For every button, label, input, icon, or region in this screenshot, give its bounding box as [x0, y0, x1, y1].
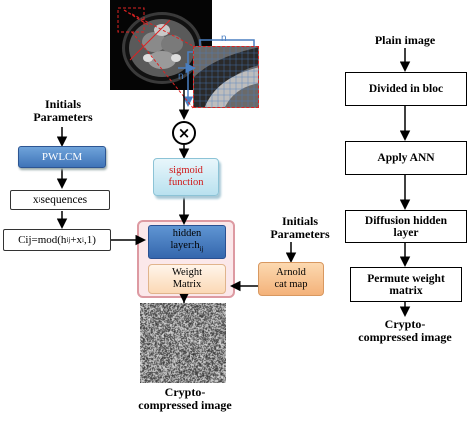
sigmoid-line1: sigmoid: [169, 165, 203, 176]
plain-image-label: Plain image: [374, 33, 436, 47]
multiply-icon: ×: [172, 121, 196, 145]
right-output-line1: Crypto-: [384, 317, 426, 331]
right-output-label: Crypto- compressed image: [350, 318, 460, 344]
apply-ann-box: Apply ANN: [345, 141, 467, 175]
center-output-line2: compressed image: [138, 398, 232, 412]
diffusion-hidden-layer-box: Diffusion hidden layer: [345, 210, 467, 243]
hidden-line1: hidden: [172, 228, 202, 240]
arnold-initial-parameters: Initials Parameters: [270, 214, 330, 241]
diffusion-line1: Diffusion hidden: [364, 214, 448, 227]
diffusion-line2: layer: [393, 226, 419, 239]
divided-in-bloc-box: Divided in bloc: [345, 72, 467, 106]
arnold-line2: cat map: [274, 279, 308, 290]
zoom-marker-left: n: [178, 71, 184, 82]
hidden-line2: layer:hij: [170, 240, 204, 254]
encrypted-noise-image: [140, 303, 226, 383]
permute-weight-matrix-box: Permute weight matrix: [350, 267, 462, 302]
pwlcm-box: PWLCM: [18, 146, 106, 168]
hidden-layer-box: hidden layer:hij: [148, 225, 226, 259]
arnold-cat-map-box: Arnold cat map: [258, 262, 324, 296]
permute-line2: matrix: [389, 284, 423, 297]
arnold-line1: Arnold: [276, 267, 306, 278]
right-output-line2: compressed image: [358, 330, 452, 344]
weight-matrix-box: Weight Matrix: [148, 264, 226, 294]
zoom-marker-top: n: [221, 33, 227, 44]
sigmoid-line2: function: [168, 177, 204, 188]
center-output-line1: Crypto-: [164, 385, 206, 399]
permute-line1: Permute weight: [367, 272, 445, 285]
left-initial-parameters: Initials Parameters: [33, 97, 93, 124]
center-output-label: Crypto- compressed image: [130, 386, 240, 412]
sigmoid-function-box: sigmoid function: [153, 158, 219, 196]
zoomed-block-image: [193, 46, 259, 108]
mri-brain-image: [110, 0, 212, 90]
weight-line1: Weight: [171, 267, 203, 278]
weight-line2: Matrix: [172, 279, 202, 290]
